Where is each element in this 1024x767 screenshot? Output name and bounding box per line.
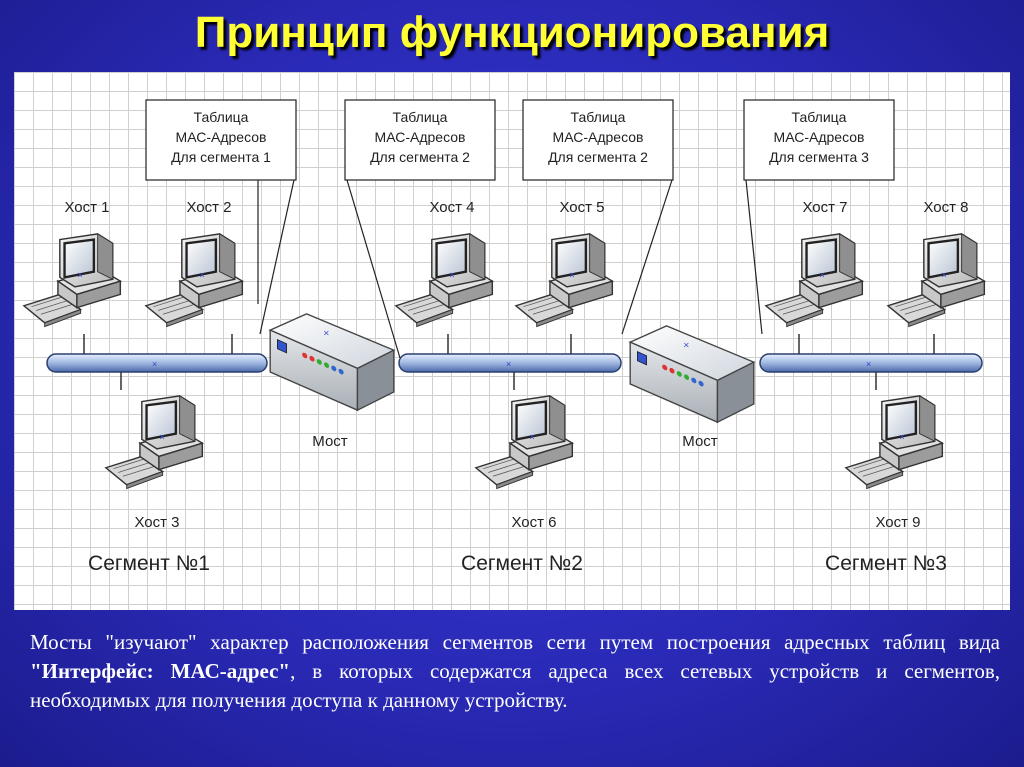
- host-8-label: Хост 8: [923, 199, 968, 216]
- network-diagram-panel: × × × × ×: [14, 72, 1010, 610]
- svg-text:×: ×: [866, 359, 871, 369]
- mac-table-callout-1: Таблица МАС-Адресов Для сегмента 1: [145, 99, 297, 335]
- host-7-label: Хост 7: [802, 199, 847, 216]
- network-diagram: × × × × ×: [22, 99, 986, 575]
- host-5-label: Хост 5: [559, 199, 604, 216]
- table-4-line-1: Таблица: [792, 109, 847, 125]
- segment-3-bus: ×: [759, 353, 983, 373]
- table-3-line-2: МАС-Адресов: [553, 129, 644, 145]
- mac-table-callout-4: Таблица МАС-Адресов Для сегмента 3: [743, 99, 895, 335]
- host-1-computer-icon: [22, 232, 122, 328]
- svg-text:×: ×: [152, 359, 157, 369]
- host-9-computer-icon: [844, 394, 944, 490]
- host-7-computer-icon: [764, 232, 864, 328]
- bridge-1-label: Мост: [312, 433, 348, 450]
- caption-text: Мосты "изучают" характер расположения се…: [30, 628, 1000, 715]
- mac-table-callout-2: Таблица МАС-Адресов Для сегмента 2: [344, 99, 496, 359]
- host-6-computer-icon: [474, 394, 574, 490]
- segment-3-label: Сегмент №3: [825, 552, 947, 575]
- host-3-computer-icon: [104, 394, 204, 490]
- table-4-line-3: Для сегмента 3: [769, 149, 869, 165]
- caption-bold: "Интерфейс: МАС-адрес": [30, 659, 291, 683]
- bridge-2-label: Мост: [682, 433, 718, 450]
- table-1-line-3: Для сегмента 1: [171, 149, 271, 165]
- segment-2-bus: ×: [398, 353, 622, 373]
- host-9-label: Хост 9: [875, 514, 920, 531]
- table-2-line-3: Для сегмента 2: [370, 149, 470, 165]
- segment-2-label: Сегмент №2: [461, 552, 583, 575]
- segment-1-label: Сегмент №1: [88, 552, 210, 575]
- host-3-label: Хост 3: [134, 514, 179, 531]
- table-1-line-1: Таблица: [194, 109, 249, 125]
- host-5-computer-icon: [514, 232, 614, 328]
- host-4-computer-icon: [394, 232, 494, 328]
- svg-text:×: ×: [506, 359, 511, 369]
- table-2-line-2: МАС-Адресов: [375, 129, 466, 145]
- page-title: Принцип функционирования: [194, 8, 830, 57]
- host-4-label: Хост 4: [429, 199, 474, 216]
- table-2-line-1: Таблица: [393, 109, 448, 125]
- bridge-2-icon: [629, 325, 755, 423]
- caption-part-1: Мосты "изучают" характер расположения се…: [30, 630, 1000, 654]
- host-1-label: Хост 1: [64, 199, 109, 216]
- host-6-label: Хост 6: [511, 514, 556, 531]
- table-4-line-2: МАС-Адресов: [774, 129, 865, 145]
- caption-part-2: , в которых содержатся адреса всех сетев…: [30, 659, 1000, 712]
- host-2-label: Хост 2: [186, 199, 231, 216]
- table-1-line-2: МАС-Адресов: [176, 129, 267, 145]
- table-3-line-3: Для сегмента 2: [548, 149, 648, 165]
- host-8-computer-icon: [886, 232, 986, 328]
- bridge-1-icon: [269, 313, 395, 411]
- table-3-line-1: Таблица: [571, 109, 626, 125]
- drop-cables: [83, 334, 935, 390]
- mac-table-callout-3: Таблица МАС-Адресов Для сегмента 2: [522, 99, 674, 335]
- segment-1-bus: ×: [46, 353, 268, 373]
- host-2-computer-icon: [144, 232, 244, 328]
